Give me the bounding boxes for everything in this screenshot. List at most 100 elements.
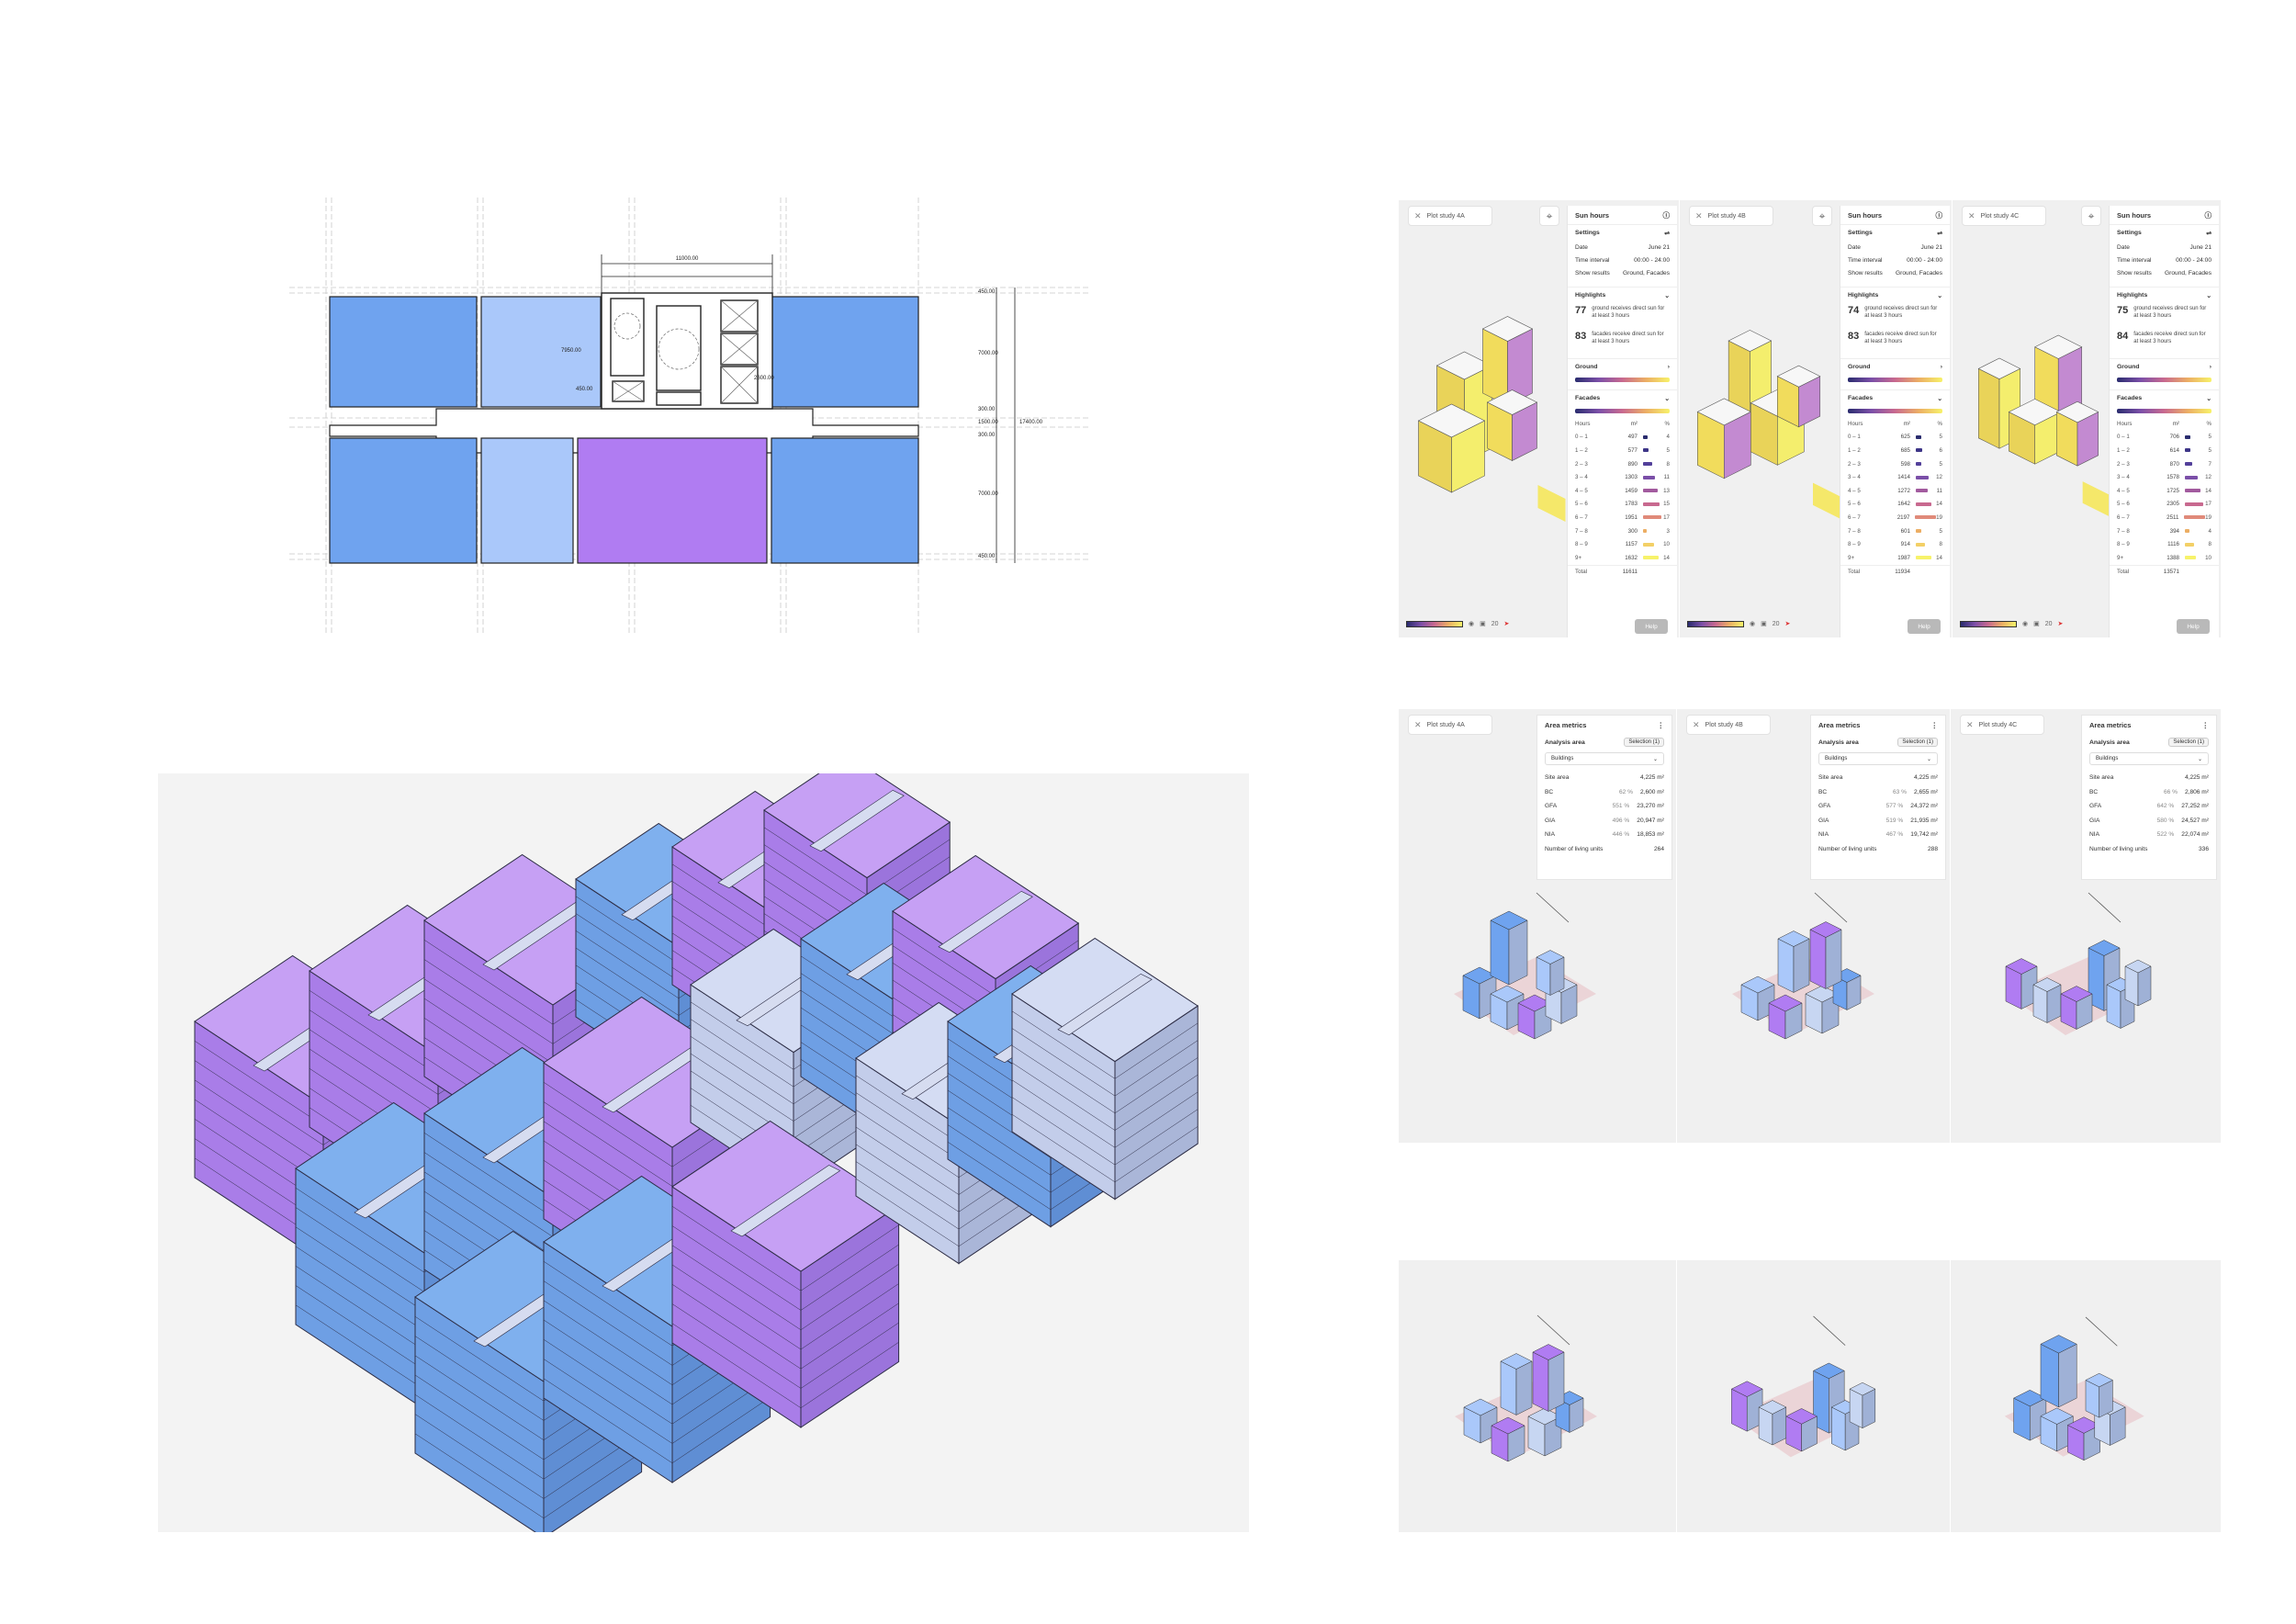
target-icon[interactable]: ⌖ xyxy=(1539,206,1559,226)
hours-area: 598 xyxy=(1900,460,1910,468)
more-icon[interactable]: ⋮ xyxy=(1657,720,1665,729)
close-icon[interactable]: ✕ xyxy=(1414,210,1422,220)
chevron-right-icon[interactable]: › xyxy=(1940,364,1942,370)
chevron-down-icon[interactable]: ⌄ xyxy=(1937,292,1942,299)
sun-massing-render xyxy=(1696,330,1840,519)
metric-value: 23,270 m² xyxy=(1637,803,1664,810)
camera-icon[interactable]: ▣ xyxy=(2033,621,2040,627)
col-hours: Hours xyxy=(1575,420,1591,427)
chevron-down-icon[interactable]: ⌄ xyxy=(2206,395,2212,402)
settings-icon[interactable]: ⇌ xyxy=(2206,230,2212,237)
target-icon[interactable]: ⌖ xyxy=(2081,206,2101,226)
building-side xyxy=(1862,1388,1876,1429)
viewport-title-chip[interactable]: ✕Plot study 4C xyxy=(1962,206,2046,226)
hours-range: 4 – 5 xyxy=(1575,487,1588,494)
close-icon[interactable]: ✕ xyxy=(1968,210,1975,220)
more-icon[interactable]: ⋮ xyxy=(1930,720,1939,729)
help-button[interactable]: Help xyxy=(1635,619,1668,634)
selection-button[interactable]: Selection (1) xyxy=(1624,738,1664,747)
help-icon[interactable]: ⓘ xyxy=(2204,210,2212,220)
facades-label[interactable]: Facades xyxy=(1848,395,1874,401)
close-icon[interactable]: ✕ xyxy=(1966,719,1974,729)
cursor-icon[interactable]: ➤ xyxy=(1784,621,1791,627)
viewport-title-chip[interactable]: ✕Plot study 4B xyxy=(1689,206,1773,226)
total-label: Total xyxy=(1848,568,1861,575)
chevron-down-icon[interactable]: ⌄ xyxy=(1937,395,1942,402)
chevron-down-icon[interactable]: ⌄ xyxy=(2206,292,2212,299)
camera-icon[interactable]: ▣ xyxy=(1480,621,1486,627)
help-button[interactable]: Help xyxy=(1908,619,1941,634)
close-icon[interactable]: ✕ xyxy=(1414,719,1422,729)
date-value[interactable]: June 21 xyxy=(1920,243,1942,251)
hours-area: 1388 xyxy=(2167,554,2179,561)
eye-icon[interactable]: ◉ xyxy=(1469,621,1475,627)
settings-icon[interactable]: ⇌ xyxy=(1937,230,1942,237)
help-button[interactable]: Help xyxy=(2177,619,2210,634)
ground-label[interactable]: Ground xyxy=(2117,364,2140,370)
viewport-title-chip[interactable]: ✕Plot study 4A xyxy=(1408,715,1492,735)
chevron-right-icon[interactable]: › xyxy=(1667,364,1670,370)
selection-button[interactable]: Selection (1) xyxy=(1897,738,1938,747)
interval-value[interactable]: 00:00 - 24:00 xyxy=(2176,256,2212,264)
hours-range: 9+ xyxy=(2117,554,2124,561)
hours-bar xyxy=(2185,542,2194,547)
date-value[interactable]: June 21 xyxy=(2189,243,2212,251)
settings-icon[interactable]: ⇌ xyxy=(1664,230,1670,237)
building-roof xyxy=(1536,950,1565,964)
help-icon[interactable]: ⓘ xyxy=(1935,210,1943,220)
camera-icon[interactable]: ▣ xyxy=(1761,621,1767,627)
cursor-icon[interactable]: ➤ xyxy=(1503,621,1510,627)
close-icon[interactable]: ✕ xyxy=(1693,719,1700,729)
target-icon[interactable]: ⌖ xyxy=(1812,206,1832,226)
ground-label[interactable]: Ground xyxy=(1575,364,1598,370)
interval-value[interactable]: 00:00 - 24:00 xyxy=(1907,256,1942,264)
chevron-down-icon[interactable]: ⌄ xyxy=(1664,395,1670,402)
buildings-dropdown[interactable]: Buildings⌄ xyxy=(1818,752,1938,765)
interval-label: Time interval xyxy=(1575,256,1610,264)
building-side xyxy=(1490,919,1510,986)
show-value[interactable]: Ground, Facades xyxy=(1896,269,1942,276)
interval-value[interactable]: 00:00 - 24:00 xyxy=(1634,256,1670,264)
cursor-icon[interactable]: ➤ xyxy=(2057,621,2064,627)
eye-icon[interactable]: ◉ xyxy=(1750,621,1756,627)
eye-icon[interactable]: ◉ xyxy=(2022,621,2029,627)
hours-range: 2 – 3 xyxy=(1575,460,1588,468)
viewport-title-chip[interactable]: ✕Plot study 4C xyxy=(1960,715,2044,735)
show-value[interactable]: Ground, Facades xyxy=(1623,269,1670,276)
facades-label[interactable]: Facades xyxy=(2117,395,2143,401)
viewport-title-chip[interactable]: ✕Plot study 4B xyxy=(1686,715,1771,735)
more-icon[interactable]: ⋮ xyxy=(2201,720,2210,729)
date-value[interactable]: June 21 xyxy=(1648,243,1670,251)
help-icon[interactable]: ⓘ xyxy=(1662,210,1671,220)
col-area: m² xyxy=(1630,420,1638,427)
show-value[interactable]: Ground, Facades xyxy=(2165,269,2212,276)
viewport-title-chip[interactable]: ✕Plot study 4A xyxy=(1408,206,1492,226)
selection-button[interactable]: Selection (1) xyxy=(2168,738,2209,747)
buildings-dropdown[interactable]: Buildings⌄ xyxy=(1545,752,1664,765)
facades-label[interactable]: Facades xyxy=(1575,395,1601,401)
hours-area: 625 xyxy=(1900,434,1910,441)
ground-label[interactable]: Ground xyxy=(1848,364,1871,370)
chevron-right-icon[interactable]: › xyxy=(2209,364,2212,370)
chevron-down-icon[interactable]: ⌄ xyxy=(1664,292,1670,299)
buildings-dropdown[interactable]: Buildings⌄ xyxy=(2089,752,2209,765)
facade-gradient xyxy=(2117,409,2212,413)
close-icon[interactable]: ✕ xyxy=(1695,210,1703,220)
plan-room xyxy=(480,296,602,408)
